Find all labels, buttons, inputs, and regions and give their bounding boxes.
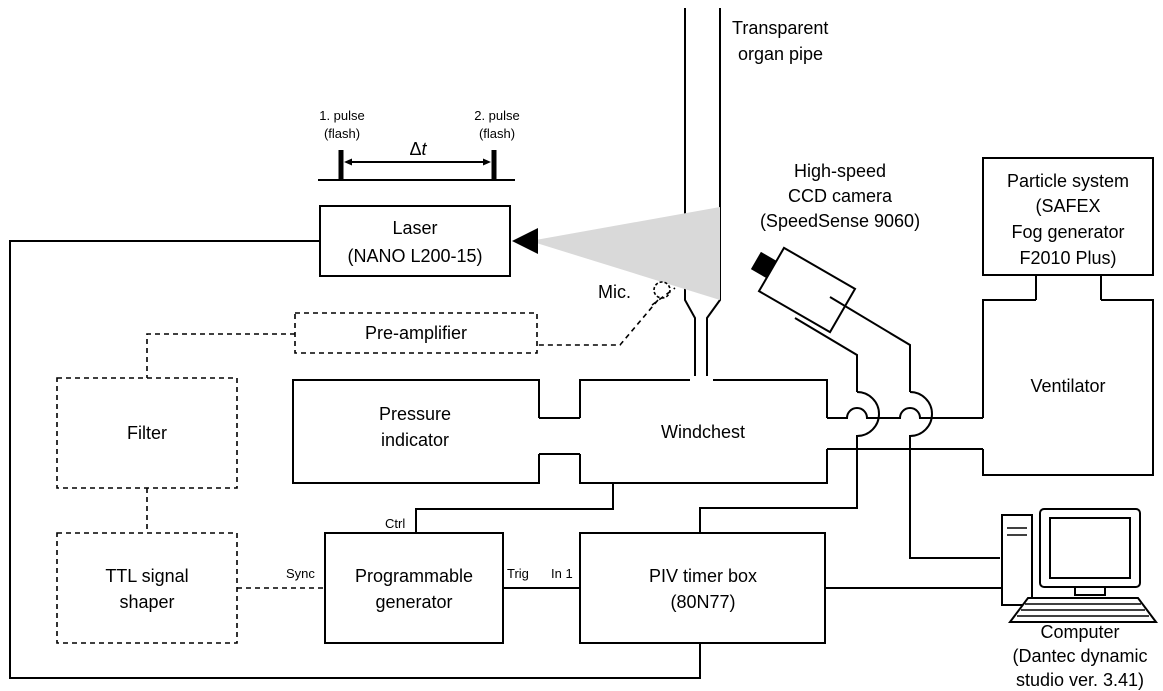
camera-cable [794, 317, 858, 392]
programmable-generator-box [324, 532, 504, 644]
progen-label-line2: generator [375, 592, 452, 612]
laser-trigger-cable [9, 240, 701, 679]
particle-system-box [982, 157, 1154, 276]
ttl-signal-shaper-box [56, 532, 238, 644]
pulse1-label-line1: 1. pulse [319, 108, 365, 123]
laser-light-sheet [530, 207, 720, 300]
filter-label: Filter [127, 423, 167, 443]
pre-amplifier-label: Pre-amplifier [365, 323, 467, 343]
air-duct-top [827, 407, 983, 419]
computer-icon [1001, 508, 1158, 623]
ventilator-box [982, 299, 1154, 476]
port-trig-label: Trig [507, 566, 529, 581]
computer-label-line1: Computer [1040, 622, 1119, 642]
camera-label-line3: (SpeedSense 9060) [760, 211, 920, 231]
piv-label-line2: (80N77) [670, 592, 735, 612]
computer-label-line2: (Dantec dynamic [1012, 646, 1147, 666]
microphone-icon [653, 281, 671, 299]
progen-label-line1: Programmable [355, 566, 473, 586]
particle-label-line1: Particle system [1007, 171, 1129, 191]
laser-box [319, 205, 511, 277]
camera-icon [750, 246, 857, 334]
pulse2-label-line1: 2. pulse [474, 108, 520, 123]
camera-label-line2: CCD camera [788, 186, 893, 206]
windchest-label: Windchest [661, 422, 745, 442]
pressure-label-line2: indicator [381, 430, 449, 450]
pulse-timing [318, 150, 515, 181]
port-in1-label: In 1 [551, 566, 573, 581]
camera-label-line1: High-speed [794, 161, 886, 181]
particle-label-line4: F2010 Plus) [1019, 248, 1116, 268]
pipe-label-line1: Transparent [732, 18, 828, 38]
ttl-label-line2: shaper [119, 592, 174, 612]
pipe-label-line2: organ pipe [738, 44, 823, 64]
filter-box [56, 377, 238, 489]
camera-cable-left [856, 391, 881, 470]
ventilator-label: Ventilator [1030, 376, 1105, 396]
piv-label-line1: PIV timer box [649, 566, 757, 586]
pressure-label-line1: Pressure [379, 404, 451, 424]
delta-t-label: Δt [409, 139, 427, 159]
particle-label-line2: (SAFEX [1035, 196, 1100, 216]
laser-label-line1: Laser [392, 218, 437, 238]
laser-label-line2: (NANO L200-15) [347, 246, 482, 266]
pre-amplifier-box [294, 312, 538, 354]
port-ctrl-label: Ctrl [385, 516, 405, 531]
computer-label-line3: studio ver. 3.41) [1016, 670, 1144, 690]
laser-emitter-icon [512, 228, 538, 254]
mic-label: Mic. [598, 282, 631, 302]
port-sync-label: Sync [286, 566, 315, 581]
pulse2-label-line2: (flash) [479, 126, 515, 141]
pulse1-label-line2: (flash) [324, 126, 360, 141]
particle-label-line3: Fog generator [1011, 222, 1124, 242]
piv-timer-box [579, 532, 826, 644]
organ-pipe [684, 8, 721, 380]
ttl-label-line1: TTL signal [105, 566, 188, 586]
